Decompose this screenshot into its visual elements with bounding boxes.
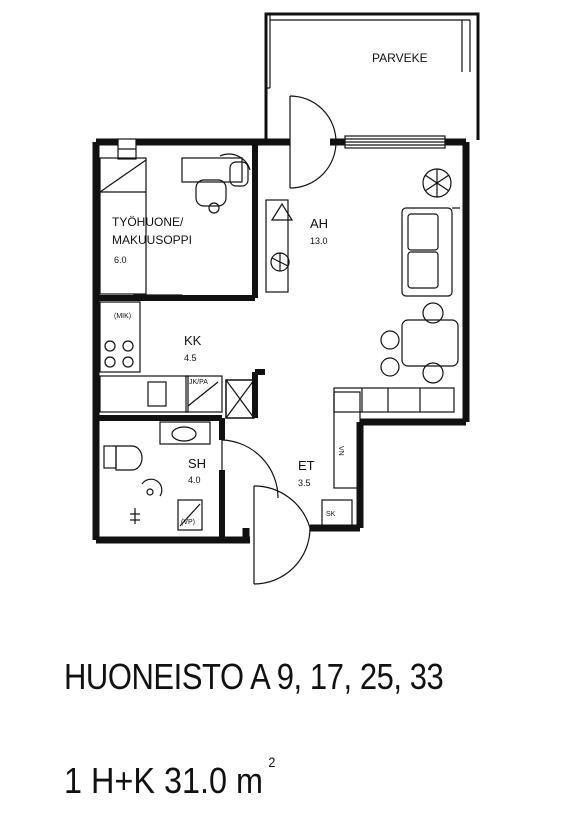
bed	[99, 157, 147, 295]
bathroom-fixtures	[103, 421, 211, 531]
kitchen-counter	[99, 301, 223, 413]
bathroom-label: SH	[188, 456, 206, 471]
office-area: 6.0	[114, 255, 127, 265]
apartment-size-text: 1 H+K 31.0 m	[64, 760, 264, 801]
sofa	[401, 207, 460, 297]
living-label: AH	[310, 216, 328, 231]
entrance-label: ET	[298, 458, 315, 473]
coat-rack-label: VN	[337, 446, 344, 456]
office-label-line2: MAKUUSOPPI	[112, 233, 192, 247]
kitchen-label: KK	[184, 333, 202, 348]
balcony-label: PARVEKE	[372, 51, 428, 65]
plant-icon	[270, 168, 452, 272]
washer-label: (VP)	[181, 519, 195, 526]
office-label-line1: TYÖHUONE/	[112, 215, 184, 229]
living-area: 13.0	[310, 236, 328, 246]
balcony	[264, 12, 480, 140]
kitchen-area: 4.5	[184, 353, 197, 363]
closets	[321, 387, 455, 527]
desk	[181, 157, 249, 214]
room-labels: PARVEKE TYÖHUONE/ MAKUUSOPPI 6.0 AH 13.0…	[112, 51, 428, 526]
shaft	[225, 379, 255, 419]
interior-walls	[99, 142, 265, 538]
doors	[219, 95, 337, 585]
microwave-label: (MIK)	[114, 313, 131, 320]
bathroom-area: 4.0	[188, 475, 201, 485]
fridge-freezer-label: JK/PA	[189, 379, 208, 386]
exterior-walls	[92, 138, 470, 544]
apartment-title: HUONEISTO A 9, 17, 25, 33	[64, 656, 444, 697]
entrance-area: 3.5	[298, 478, 311, 488]
tv-unit	[265, 199, 294, 293]
floor-plan: PARVEKE TYÖHUONE/ MAKUUSOPPI 6.0 AH 13.0…	[92, 12, 480, 585]
electric-cabinet-label: SK	[326, 511, 336, 518]
area-unit-exponent: 2	[268, 754, 276, 770]
dining-set	[380, 302, 459, 384]
